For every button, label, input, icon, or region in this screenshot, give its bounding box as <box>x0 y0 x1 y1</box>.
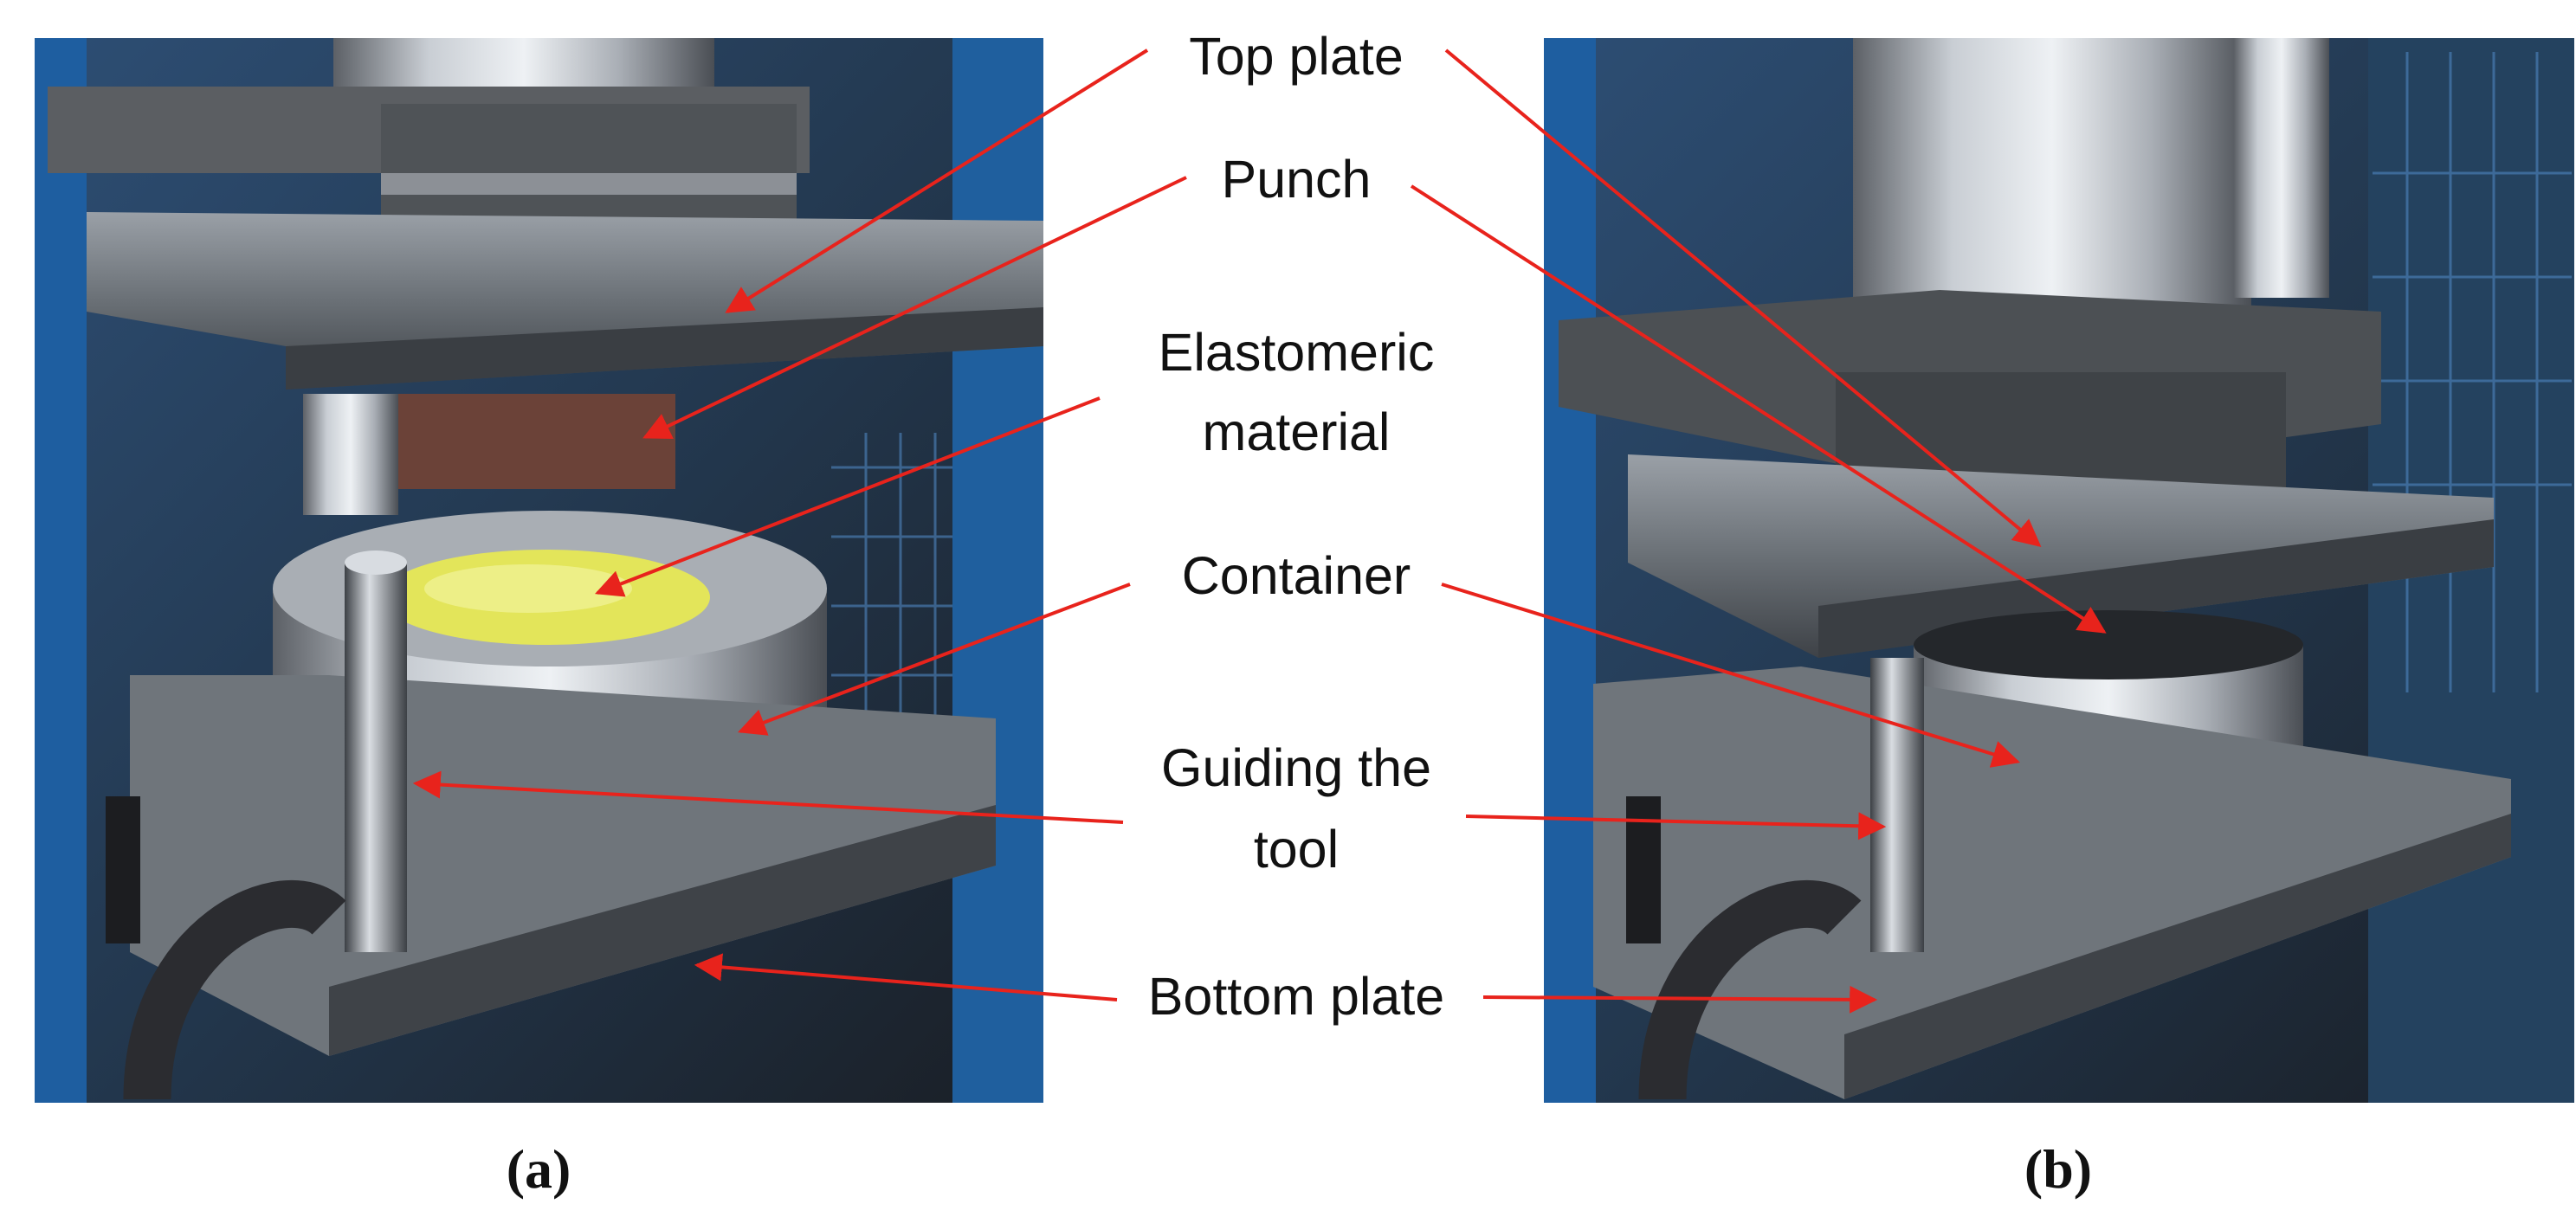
arrow-punch-a <box>642 176 1187 439</box>
photo-b <box>1544 38 2574 1103</box>
label-guiding-line1: Guiding the <box>1161 738 1431 797</box>
labels: Top plate Punch Elastomeric material Con… <box>1148 27 1444 1026</box>
label-container: Container <box>1182 546 1411 605</box>
arrow-container-b <box>1441 583 2021 768</box>
label-elastomeric-line2: material <box>1203 402 1391 461</box>
label-punch: Punch <box>1222 150 1372 209</box>
arrow-guiding-b <box>1465 812 1887 840</box>
arrow-top-plate-b <box>1444 48 2042 548</box>
label-guiding-line2: tool <box>1254 820 1339 879</box>
arrow-bottom-plate-b <box>1482 985 1878 1014</box>
label-bottom-plate: Bottom plate <box>1148 967 1444 1026</box>
label-elastomeric-line1: Elastomeric <box>1159 323 1435 382</box>
label-top-plate: Top plate <box>1189 27 1404 86</box>
arrow-elastomeric <box>595 396 1101 597</box>
arrow-container-a <box>738 583 1131 736</box>
arrow-bottom-plate-a <box>694 953 1118 1001</box>
photo-a <box>35 38 1043 1103</box>
caption-a: (a) <box>507 1138 571 1200</box>
caption-b: (b) <box>2024 1138 2092 1200</box>
arrow-top-plate-a <box>725 48 1149 313</box>
arrows <box>412 48 2107 1014</box>
arrow-guiding-a <box>412 770 1124 824</box>
arrow-punch-b <box>1410 184 2107 634</box>
